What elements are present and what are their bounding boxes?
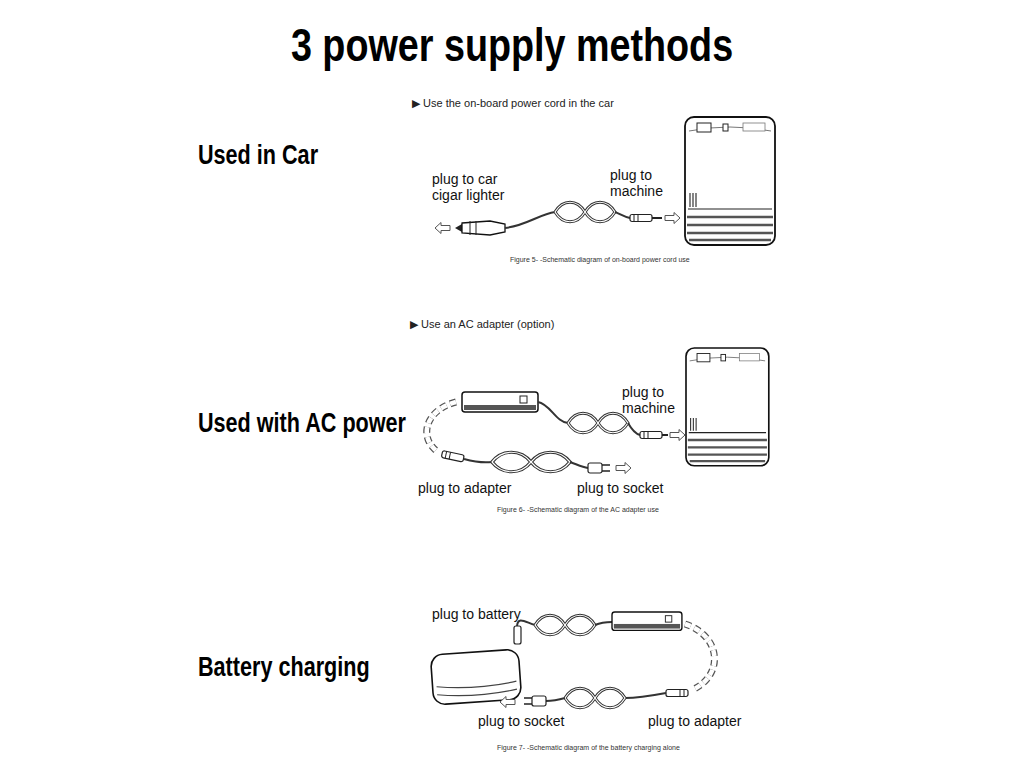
figure-caption: Figure 7- -Schematic diagram of the batt… [497, 744, 680, 752]
section-heading: Used with AC power [198, 408, 406, 439]
figure-caption: Figure 6- -Schematic diagram of the AC a… [497, 506, 659, 514]
part-label: plug to socket [577, 480, 697, 496]
section-note: ▶ Use the on-board power cord in the car [412, 97, 614, 110]
section-heading: Used in Car [198, 140, 318, 171]
section-note: ▶ Use an AC adapter (option) [410, 318, 554, 331]
part-label: plug to car cigar lighter [432, 171, 527, 203]
figure-caption: Figure 5- -Schematic diagram of on-board… [510, 256, 690, 264]
part-label: plug to machine [610, 167, 672, 199]
part-label: plug to adapter [418, 480, 548, 496]
page-title: 3 power supply methods [92, 18, 932, 72]
part-label: plug to machine [622, 384, 684, 416]
part-label: plug to adapter [648, 713, 778, 729]
part-label: plug to socket [478, 713, 598, 729]
section-heading: Battery charging [198, 652, 370, 683]
part-label: plug to battery [432, 606, 552, 622]
